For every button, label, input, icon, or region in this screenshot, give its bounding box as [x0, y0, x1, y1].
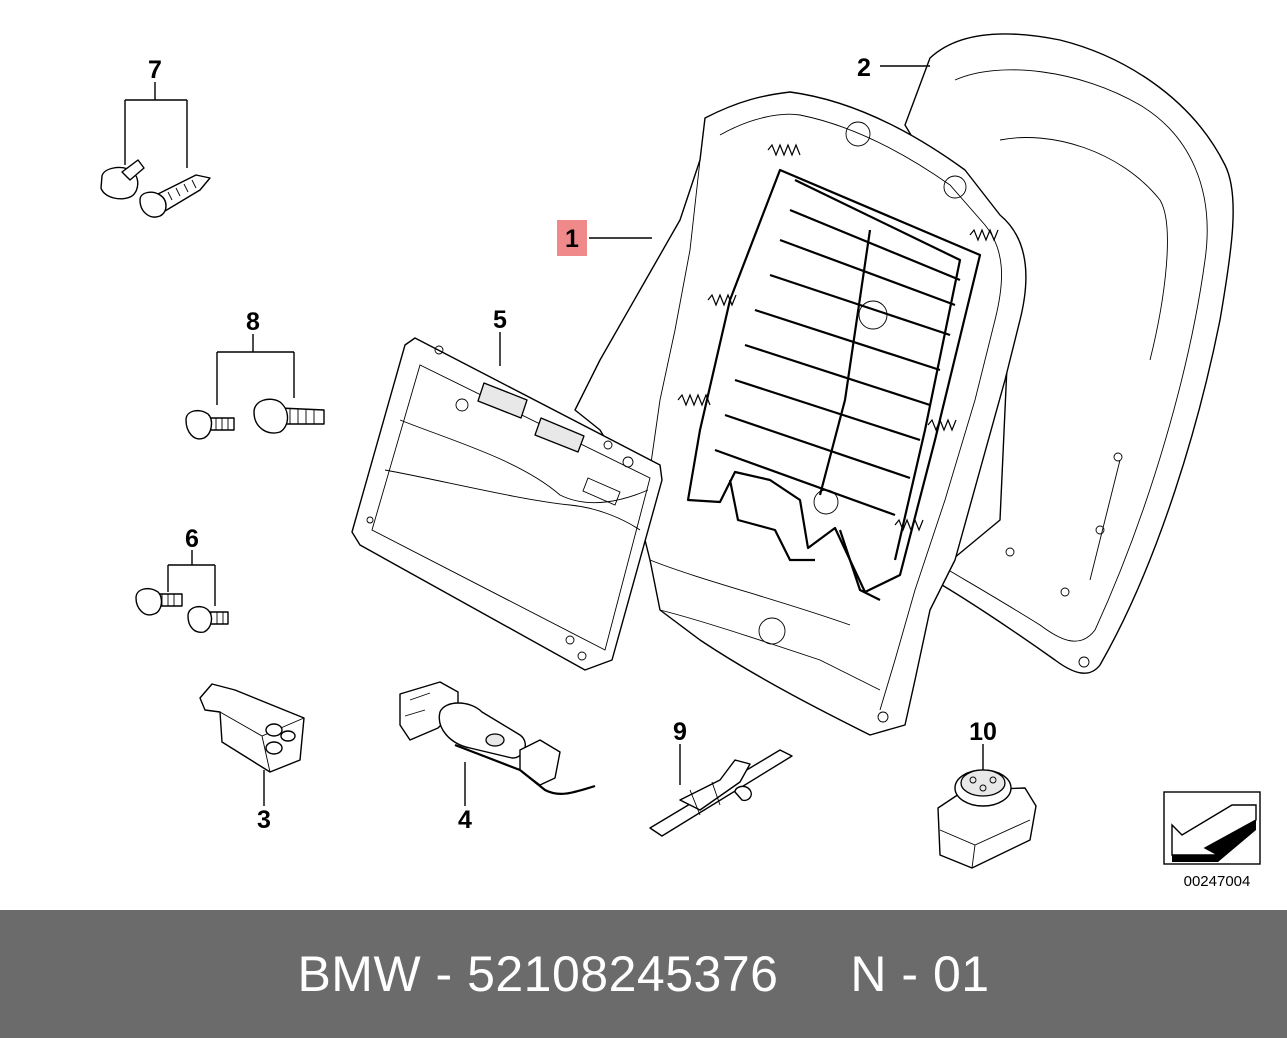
footer-bar: BMW - 52108245376 N - 01: [0, 910, 1287, 1038]
part-4-motor: [399, 681, 596, 795]
leader-lines: [124, 65, 984, 806]
arrow-box-icon: [1163, 791, 1261, 865]
callout-10: 10: [969, 718, 997, 746]
part-1-backrest-frame: [574, 91, 1027, 736]
callout-1-highlight: [557, 220, 587, 256]
callout-1: 1: [565, 225, 579, 253]
callout-7: 7: [148, 56, 162, 84]
part-9-bracket: [649, 749, 793, 837]
part-5-cover-plate: [351, 337, 663, 671]
image-number: 00247004: [1184, 873, 1251, 890]
part-8-bolts: [185, 398, 325, 440]
part-2-rear-panel: [904, 33, 1234, 674]
part-10-actuator: [937, 769, 1037, 869]
callout-5: 5: [493, 306, 507, 334]
part-7-clip-and-screw: [100, 159, 211, 218]
callout-8: 8: [246, 308, 260, 336]
callout-2: 2: [857, 54, 871, 82]
callout-9: 9: [673, 718, 687, 746]
part-6-screws: [135, 587, 229, 633]
footer-part-info: BMW - 52108245376 N - 01: [297, 946, 990, 1002]
callout-6: 6: [185, 525, 199, 553]
part-3-connector: [199, 683, 305, 773]
parts-diagram: 1 2 3 4 5 6 7 8 9 10 00247004: [100, 33, 1261, 890]
callout-4: 4: [458, 806, 472, 834]
callout-3: 3: [257, 806, 271, 834]
